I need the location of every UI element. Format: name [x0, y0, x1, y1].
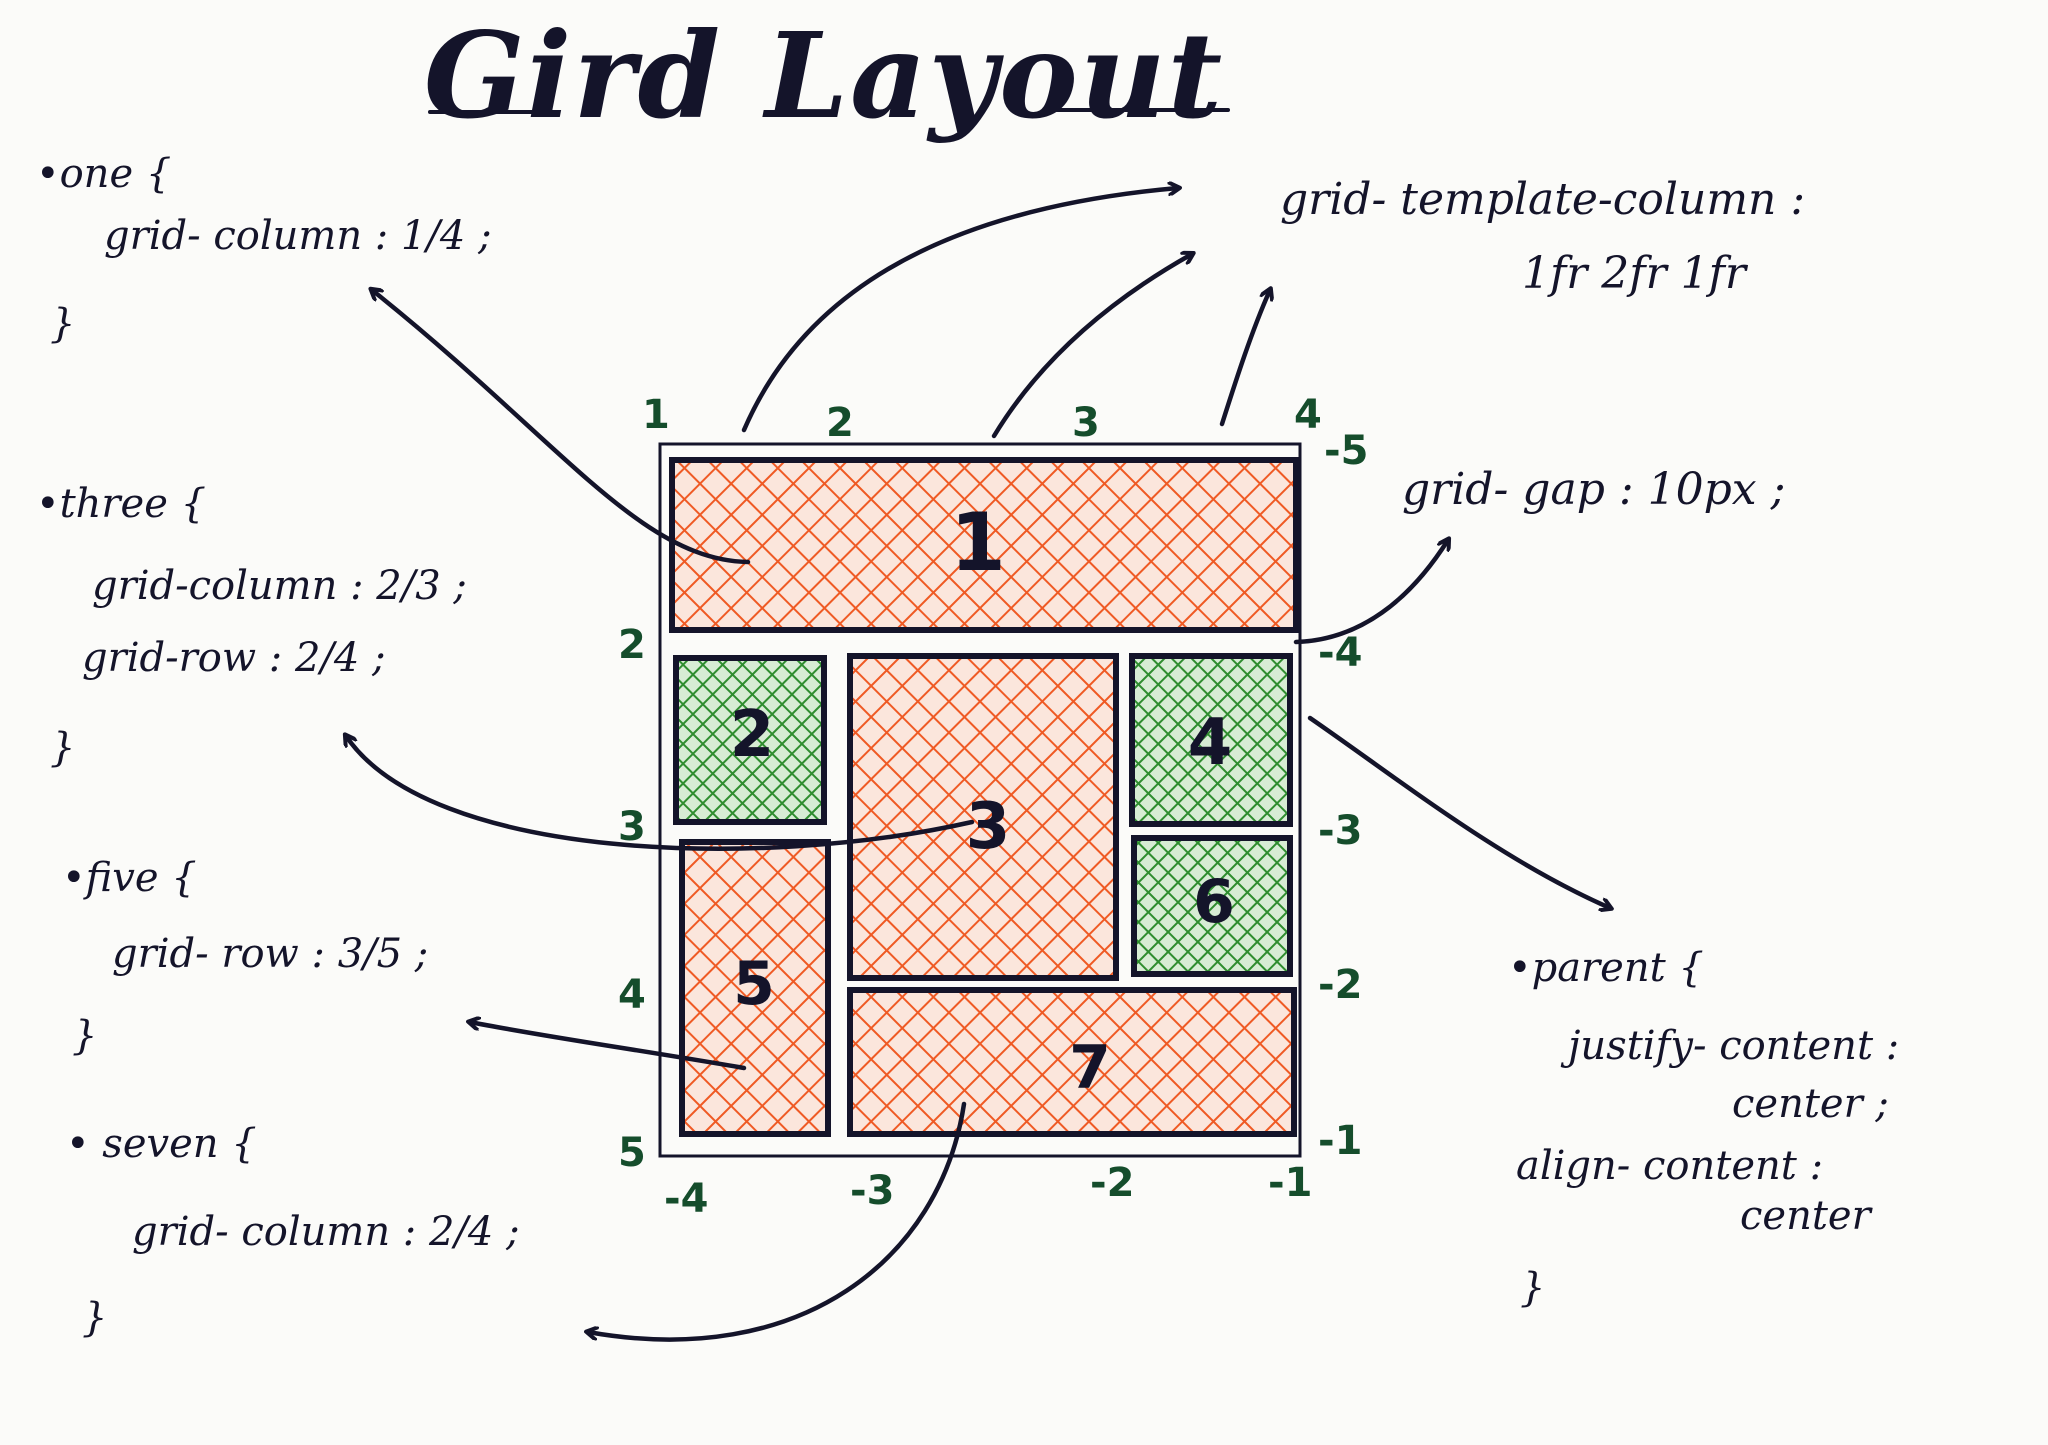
arrow-col4-to-template [1219, 290, 1270, 427]
note-template-value: 1fr 2fr 1fr [1522, 248, 1746, 299]
neg-row-line-3: -3 [1318, 808, 1363, 854]
note-template-property: grid- template-column : [1280, 174, 1806, 225]
title-underline-right [1050, 108, 1230, 112]
arrow-cell3-to-note-three [346, 736, 975, 851]
column-line-1: 1 [642, 392, 670, 438]
grid-cell-6 [1131, 835, 1293, 977]
note-one-rule: grid- column : 1/4 ; [104, 213, 492, 259]
arrow-gap-to-note [1293, 540, 1448, 645]
note-one-selector: •one { [36, 151, 172, 197]
note-seven-selector: • seven { [66, 1121, 257, 1167]
title-underline-left [428, 110, 548, 114]
grid-cell-4-label: 4 [1188, 706, 1233, 780]
column-line-4: 4 [1294, 392, 1322, 438]
note-parent-close: } [1520, 1265, 1546, 1311]
arrow-cell7-to-note-seven [588, 1101, 967, 1342]
grid-cell-6-label: 6 [1193, 867, 1235, 937]
grid-cell-7-label: 7 [1069, 1033, 1111, 1103]
note-three-rule-row: grid-row : 2/4 ; [82, 635, 386, 681]
note-parent-justify-value: center ; [1732, 1081, 1889, 1127]
grid-cell-3 [847, 653, 1119, 981]
neg-row-line-2: -2 [1318, 962, 1363, 1008]
grid-cell-7 [847, 987, 1297, 1137]
row-line-4: 4 [618, 972, 646, 1018]
note-five-rule: grid- row : 3/5 ; [112, 931, 429, 977]
note-one-close: } [50, 301, 76, 347]
arrow-col3-to-template [991, 254, 1192, 439]
note-parent-align: align- content : [1516, 1143, 1824, 1189]
neg-column-line-3: -3 [850, 1168, 895, 1214]
arrow-cell5-to-note-five [470, 1022, 747, 1071]
grid-cell-4 [1129, 653, 1293, 827]
grid-cell-1-label: 1 [950, 496, 1006, 589]
neg-column-line-1: -1 [1268, 1160, 1313, 1206]
grid-cell-5 [679, 839, 831, 1137]
grid-cell-3-label: 3 [966, 790, 1011, 864]
grid-cell-5-label: 5 [733, 949, 775, 1019]
note-five-close: } [72, 1013, 98, 1059]
arrow-container-to-parent [1307, 715, 1610, 908]
arrow-col2-to-template [741, 188, 1178, 433]
note-seven-close: } [82, 1295, 108, 1341]
note-three-close: } [50, 725, 76, 771]
neg-row-line-5: -5 [1324, 428, 1369, 474]
note-seven-rule: grid- column : 2/4 ; [132, 1209, 520, 1255]
neg-column-line-2: -2 [1090, 1160, 1135, 1206]
arrow-cell1-to-note-one [372, 290, 751, 565]
note-three-selector: •three { [36, 481, 207, 527]
row-line-5: 5 [618, 1130, 646, 1176]
neg-row-line-1: -1 [1318, 1118, 1363, 1164]
row-line-3: 3 [618, 804, 646, 850]
grid-container [658, 442, 1302, 1158]
grid-cell-2-label: 2 [730, 698, 775, 772]
grid-cell-1 [669, 457, 1299, 633]
note-parent-selector: •parent { [1508, 945, 1704, 991]
note-parent-align-value: center [1740, 1193, 1871, 1239]
note-parent-justify: justify- content : [1568, 1023, 1900, 1069]
column-line-3: 3 [1072, 400, 1100, 446]
note-five-selector: •five { [62, 855, 197, 901]
row-line-2: 2 [618, 622, 646, 668]
page-title: Gird Layout [423, 6, 1225, 145]
column-line-2: 2 [826, 400, 854, 446]
neg-column-line-4: -4 [664, 1176, 709, 1222]
grid-cell-2 [673, 655, 827, 825]
note-three-rule-column: grid-column : 2/3 ; [92, 563, 467, 609]
note-gap: grid- gap : 10px ; [1402, 464, 1786, 515]
